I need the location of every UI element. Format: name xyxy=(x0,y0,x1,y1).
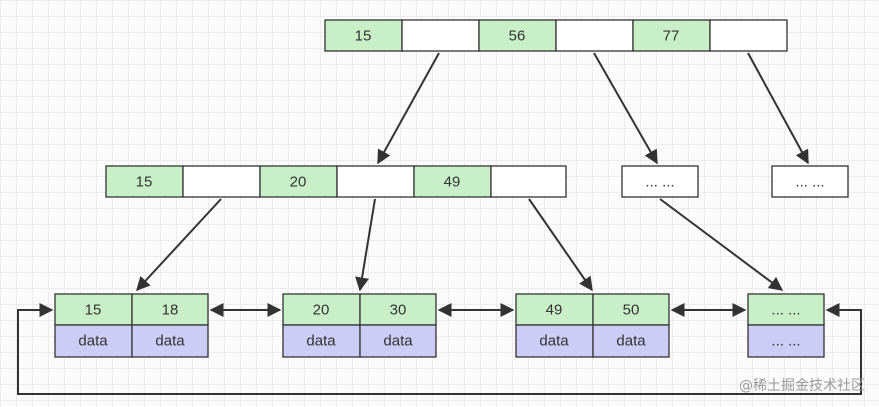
root-node: 15 56 77 xyxy=(324,19,788,52)
leaf-data-cell xyxy=(515,324,594,358)
root-key-cell xyxy=(478,19,557,52)
leaf-data-text: data xyxy=(306,333,336,350)
root-pointer-cell xyxy=(401,19,480,52)
leaf-data-text: data xyxy=(539,333,569,350)
leaf-data-text: data xyxy=(155,333,185,350)
leaf-data-text: data xyxy=(616,333,646,350)
leaf-data-text: ... ... xyxy=(771,333,800,350)
leaf-key-text: ... ... xyxy=(771,302,800,319)
internal-pointer-cell xyxy=(182,165,261,198)
root-key-text: 77 xyxy=(663,28,680,45)
internal-node: 15 20 49 xyxy=(105,165,567,198)
placeholder-node: ... ... xyxy=(621,165,699,198)
leaf-data-text: data xyxy=(383,333,413,350)
edge-arrow xyxy=(747,52,809,165)
root-pointer-cell xyxy=(709,19,788,52)
loop-link-arrow xyxy=(17,303,862,395)
placeholder-text: ... ... xyxy=(645,174,674,191)
internal-key-cell xyxy=(413,165,492,198)
placeholder-cell xyxy=(771,165,849,198)
placeholder-cell xyxy=(621,165,699,198)
internal-key-text: 49 xyxy=(444,174,461,191)
edge-arrow xyxy=(659,198,784,291)
leaf-node: 15 18 data data xyxy=(54,293,209,358)
internal-pointer-cell xyxy=(490,165,567,198)
internal-key-cell xyxy=(259,165,338,198)
leaf-node: 20 30 data data xyxy=(282,293,437,358)
root-key-cell xyxy=(632,19,711,52)
leaf-key-text: 50 xyxy=(623,302,640,319)
leaf-node: 49 50 data data xyxy=(515,293,670,358)
leaf-key-text: 15 xyxy=(85,302,102,319)
edge-arrow xyxy=(377,52,440,165)
watermark-text: @稀土掘金技术社区 xyxy=(739,378,865,394)
leaf-key-text: 18 xyxy=(162,302,179,319)
root-pointer-cell xyxy=(555,19,634,52)
leaf-data-cell xyxy=(747,324,825,358)
edge-arrow xyxy=(355,198,376,292)
edge-arrow xyxy=(593,52,658,165)
internal-key-text: 20 xyxy=(290,174,307,191)
edge-arrow xyxy=(136,198,222,292)
leaf-node: ... ... ... ... xyxy=(747,293,825,358)
placeholder-text: ... ... xyxy=(795,174,824,191)
internal-pointer-cell xyxy=(336,165,415,198)
leaf-key-text: 30 xyxy=(390,302,407,319)
root-key-text: 56 xyxy=(509,28,526,45)
leaf-key-text: 49 xyxy=(546,302,563,319)
internal-key-text: 15 xyxy=(136,174,153,191)
edge-arrow xyxy=(528,198,593,292)
leaf-data-cell xyxy=(131,324,209,358)
leaf-data-text: data xyxy=(78,333,108,350)
placeholder-node: ... ... xyxy=(771,165,849,198)
root-key-text: 15 xyxy=(355,28,372,45)
leaf-data-cell xyxy=(359,324,437,358)
leaf-key-text: 20 xyxy=(313,302,330,319)
leaf-data-cell xyxy=(592,324,670,358)
root-key-cell xyxy=(324,19,403,52)
